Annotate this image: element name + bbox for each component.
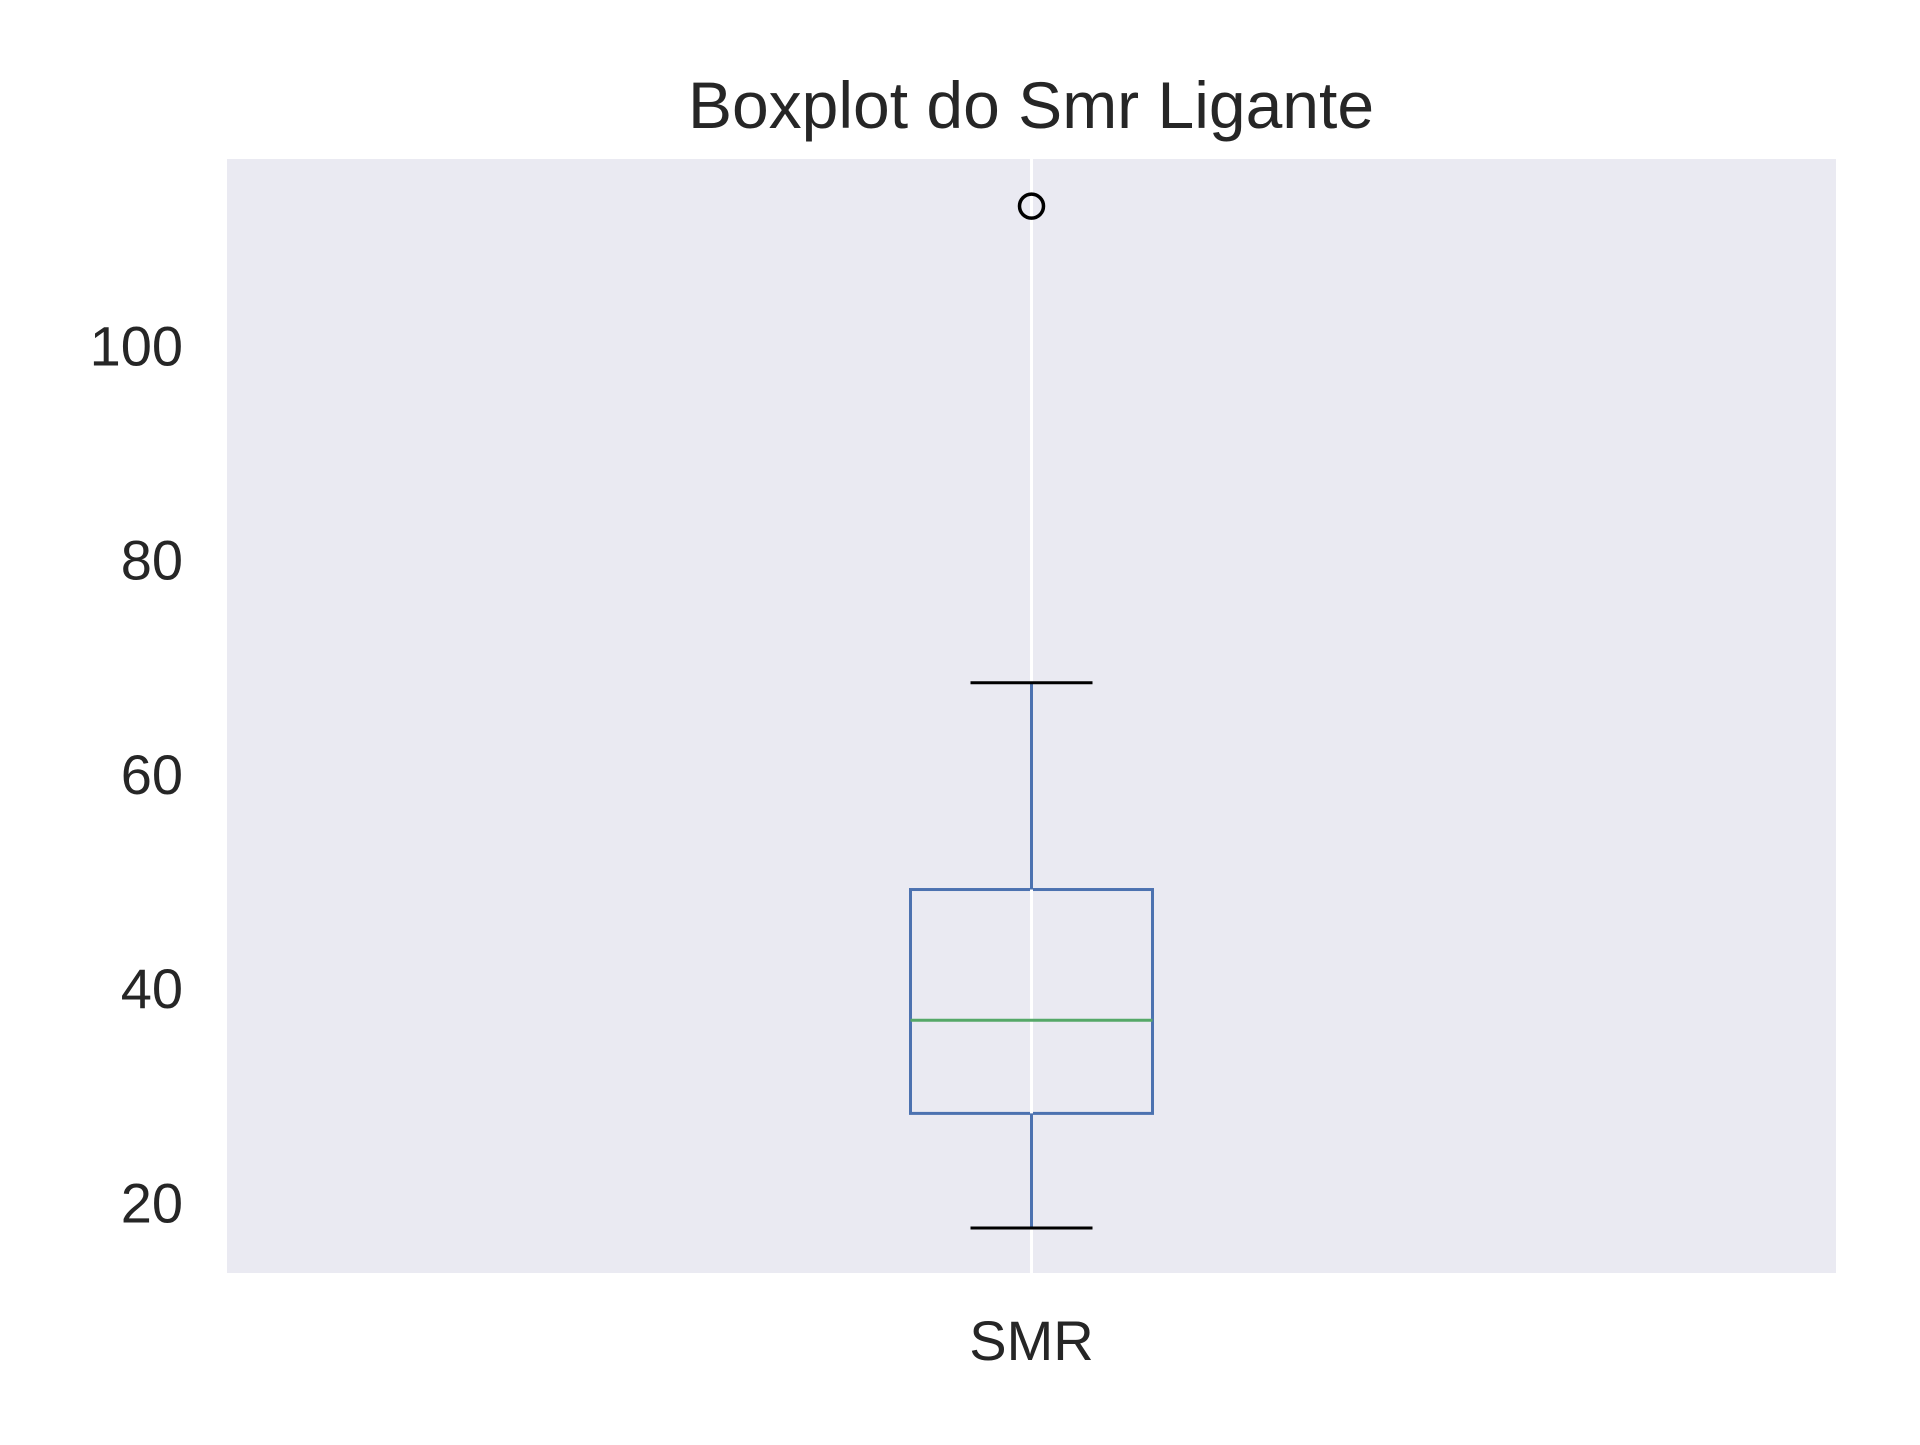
outlier-point bbox=[1017, 192, 1046, 220]
y-tick-labels: 20 40 60 80 100 bbox=[90, 314, 183, 1234]
y-tick-label: 100 bbox=[90, 314, 183, 377]
box-layer bbox=[909, 192, 1154, 1230]
x-tick-label: SMR bbox=[969, 1309, 1093, 1372]
y-tick-label: 80 bbox=[121, 529, 183, 592]
x-tick-labels: SMR bbox=[969, 1309, 1093, 1372]
y-tick-label: 40 bbox=[121, 957, 183, 1020]
chart-title: Boxplot do Smr Ligante bbox=[688, 68, 1374, 142]
y-tick-label: 60 bbox=[121, 743, 183, 806]
y-tick-label: 20 bbox=[121, 1171, 183, 1234]
